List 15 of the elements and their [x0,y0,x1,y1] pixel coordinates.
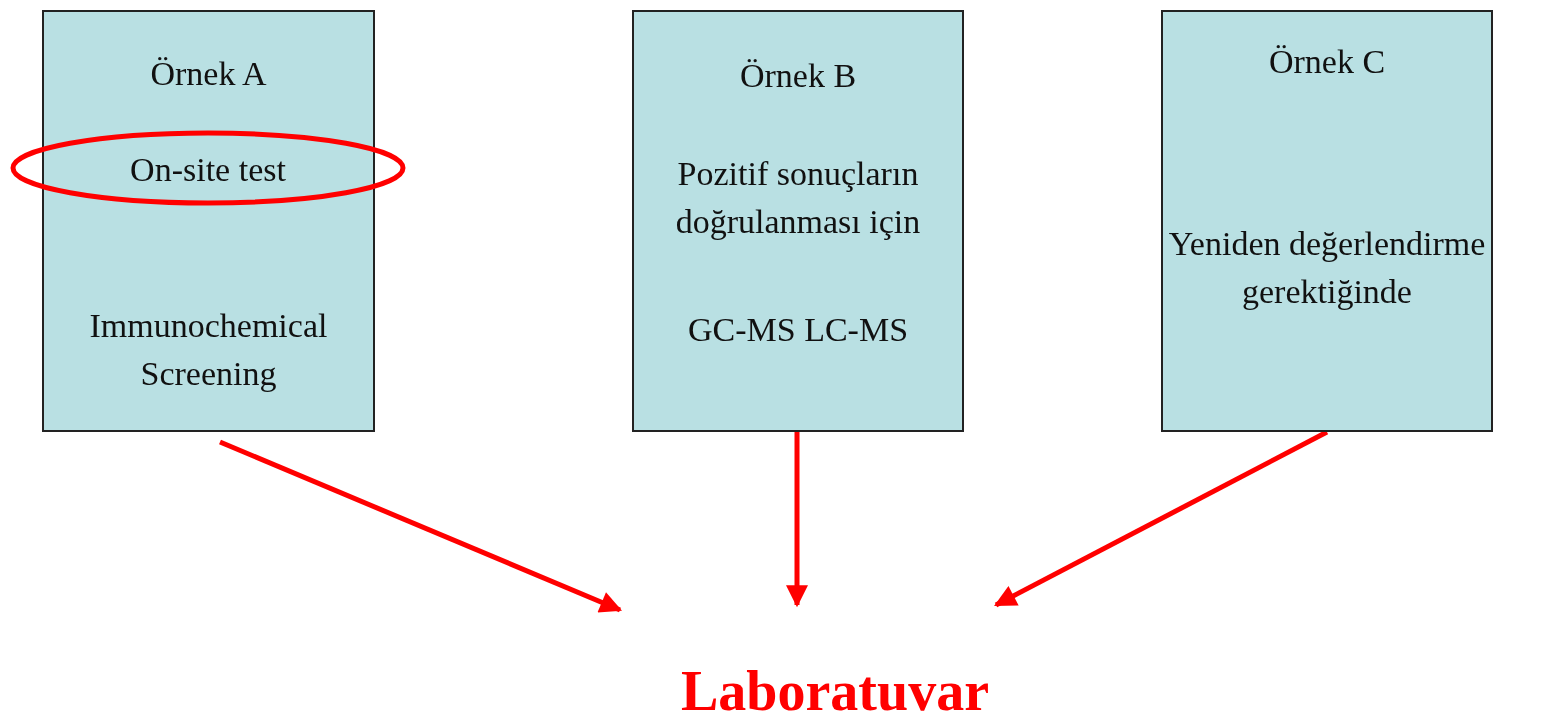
box-text: Yeniden değerlendirme gerektiğinde [1167,224,1487,312]
box-heading: Örnek C [1267,42,1387,82]
box-heading: Örnek B [738,56,858,96]
box-text: GC-MS LC-MS [686,310,910,350]
process-box [632,10,964,432]
box-text: On-site test [129,150,287,190]
box-text: Pozitif sonuçların doğrulanması için [674,154,922,242]
box-text: Immunochemical Screening [88,306,329,394]
process-box [42,10,375,432]
node-label: Laboratuvar [680,661,990,723]
highlight-ellipse [10,130,406,206]
box-heading: Örnek A [149,54,268,94]
process-box [1161,10,1493,432]
arrow [219,439,623,613]
arrow [786,432,808,608]
